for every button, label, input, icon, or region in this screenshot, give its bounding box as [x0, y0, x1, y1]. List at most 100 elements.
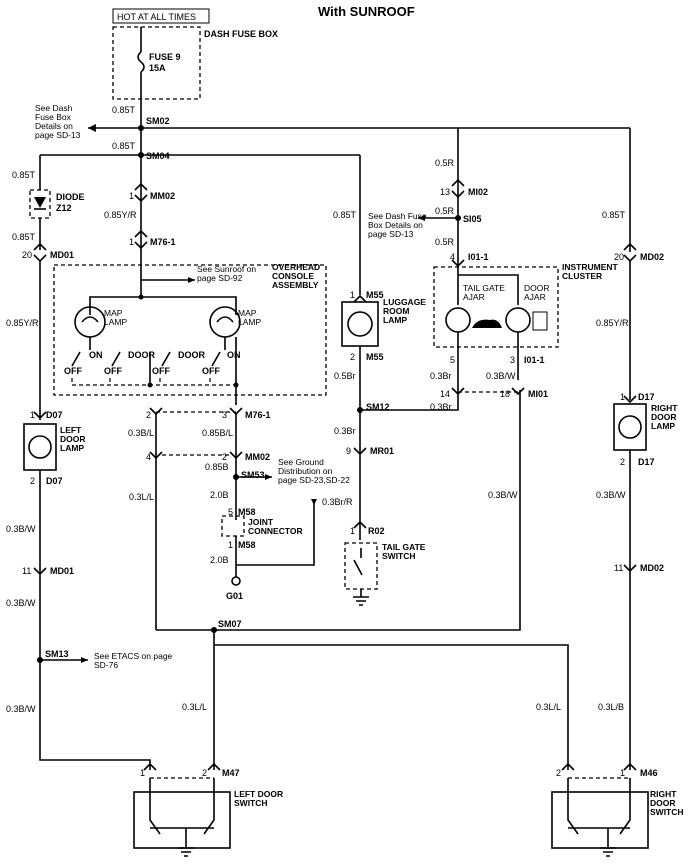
conn-m76-lower: M76-1 [245, 410, 271, 420]
pin-label: 3 [222, 410, 227, 420]
left-door-switch [133, 791, 231, 849]
bulb-icon [216, 316, 234, 323]
pin-label: 5 [450, 355, 455, 365]
dash-fuse-box [112, 26, 201, 100]
conn-m47: M47 [222, 768, 240, 778]
wire-label: 0.85T [333, 210, 357, 220]
joint-connector-label: JOINT CONNECTOR [248, 518, 303, 536]
conn-m55-bottom: M55 [366, 352, 384, 362]
door-ajar-bulb [505, 307, 531, 333]
wire-label: 0.85T [602, 210, 626, 220]
tail-gate-ajar-label: TAIL GATE AJAR [463, 284, 505, 302]
wire-label: 0.85Y/R [104, 210, 137, 220]
bulb-icon [81, 316, 99, 323]
connector-symbol [451, 178, 465, 199]
wire-label: 0.85T [12, 232, 36, 242]
pin-label: 1 [140, 768, 145, 778]
arrow-right-icon [265, 474, 272, 480]
wire-label: 2.0B [210, 490, 229, 500]
sw-door-left: DOOR [128, 350, 156, 360]
note-dash-fuse-left-text: See Dash Fuse Box Details on page SD-13 [35, 104, 81, 140]
splice-sm02: SM02 [146, 116, 170, 126]
wire-label: 0.85T [12, 170, 36, 180]
conn-mm02: MM02 [150, 191, 175, 201]
ground-icon [353, 589, 369, 606]
arrow-left-icon [418, 215, 425, 221]
pin-label: 4 [450, 252, 455, 262]
conn-r02: R02 [368, 526, 385, 536]
fuse-rating: 15A [149, 63, 166, 73]
overhead-console-assembly [53, 264, 327, 396]
note-dash-fuse-right: See Dash Fuse Box Details on page SD-13 [368, 212, 427, 239]
sw-off-4: OFF [202, 366, 220, 376]
sw-off-3: OFF [152, 366, 170, 376]
tail-gate-switch-label: TAIL GATE SWITCH [382, 543, 426, 561]
luggage-lamp-label: LUGGAGE ROOM LAMP [383, 298, 426, 325]
joint-connector [221, 515, 245, 537]
car-icon [472, 319, 502, 328]
conn-m55-top: M55 [366, 290, 384, 300]
ground-icon [178, 828, 194, 857]
splice-sm53: SM53 [241, 470, 265, 480]
hot-label-box [112, 8, 210, 24]
connector-symbol [353, 447, 367, 456]
conn-d07-bottom: D07 [46, 476, 63, 486]
pin-label: 1 [228, 540, 233, 550]
pin-label: 5 [228, 507, 233, 517]
splice-sm02-dot [138, 125, 144, 131]
connector-symbol [451, 259, 465, 268]
dash-fuse-box-text: DASH FUSE BOX [204, 29, 278, 39]
note-sunroof: See Sunroof on page SD-92 [197, 265, 257, 283]
instrument-cluster [433, 266, 559, 348]
connector-symbol [149, 451, 243, 460]
fuse-name: FUSE 9 [149, 52, 181, 62]
diode-name: DIODE [56, 192, 85, 202]
splice-si05: SI05 [463, 214, 482, 224]
arrow-right-icon [81, 657, 88, 663]
sw-door-right: DOOR [178, 350, 206, 360]
overhead-feed [89, 265, 237, 315]
switch-contacts [71, 351, 221, 367]
conn-m46: M46 [640, 768, 658, 778]
pin-label: 2 [620, 457, 625, 467]
pin-label: 14 [440, 389, 450, 399]
splice-sm07: SM07 [218, 619, 242, 629]
right-door-switch-label: RIGHT DOOR SWITCH [650, 790, 684, 817]
connector-symbol [353, 294, 367, 303]
fuse-9-symbol [137, 51, 145, 73]
connector-symbol [33, 411, 47, 420]
splice-sm13: SM13 [45, 649, 69, 659]
wire-label: 0.5R [435, 237, 455, 247]
wire-label: 0.3L/B [598, 702, 624, 712]
switch-icon [353, 548, 363, 576]
conn-mr01: MR01 [370, 446, 394, 456]
splice-sm12: SM12 [366, 402, 390, 412]
sw-off-1: OFF [64, 366, 82, 376]
conn-md01-lower: MD01 [50, 566, 74, 576]
wire-label: 0.3Br [430, 402, 452, 412]
note-ground: See Ground Distribution on page SD-23,SD… [278, 458, 350, 485]
pin-label: 9 [346, 446, 351, 456]
hot-label: HOT AT ALL TIMES [117, 12, 196, 22]
sm07-bus [156, 390, 521, 631]
wire-label: 0.3B/W [596, 490, 626, 500]
splice-sm04: SM04 [146, 151, 170, 161]
wire-label: 0.3L/L [536, 702, 561, 712]
right-door-switch [551, 791, 649, 849]
pin-label: 20 [614, 252, 624, 262]
wire-label: 0.3B/W [486, 371, 516, 381]
pin-label: 11 [22, 566, 31, 576]
map-lamp-left-label: MAP LAMP [104, 309, 128, 327]
tail-gate-ajar-bulb [445, 307, 471, 333]
connector-symbol [134, 229, 148, 250]
wire-label: 0.3Br [334, 426, 356, 436]
pin-label: 2 [30, 476, 35, 486]
conn-d07-top: D07 [46, 410, 63, 420]
wire-label: 0.3B/W [488, 490, 518, 500]
switch-icon [567, 778, 631, 835]
sw-off-2: OFF [104, 366, 122, 376]
ground-icon [600, 828, 616, 857]
bulb-icon [347, 311, 373, 337]
wire-label: 0.85T [112, 105, 136, 115]
